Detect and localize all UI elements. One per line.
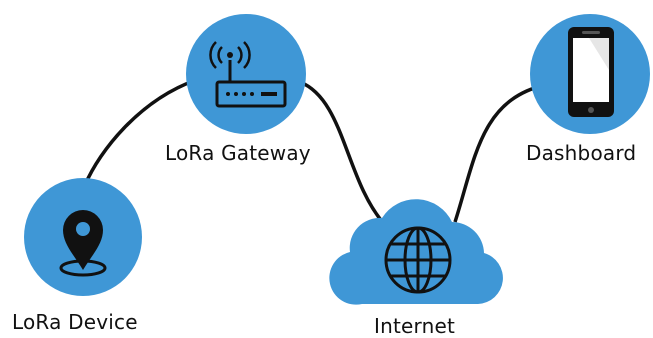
dashboard-label: Dashboard: [526, 141, 637, 165]
node-internet: [329, 199, 503, 305]
globe-icon: [384, 226, 452, 294]
connector-gateway-internet: [299, 80, 387, 227]
location-pin-icon: [59, 210, 107, 277]
lora-gateway-label: LoRa Gateway: [165, 141, 311, 165]
smartphone-icon: [568, 27, 614, 117]
node-lora-device: [24, 178, 142, 296]
connector-internet-dashboard: [453, 83, 546, 223]
lora-device-label: LoRa Device: [12, 310, 138, 334]
node-lora-gateway: [186, 14, 306, 134]
connector-device-gateway: [83, 78, 197, 186]
internet-label: Internet: [374, 314, 456, 338]
node-dashboard: [530, 14, 650, 134]
router-antenna-icon: [209, 41, 287, 108]
